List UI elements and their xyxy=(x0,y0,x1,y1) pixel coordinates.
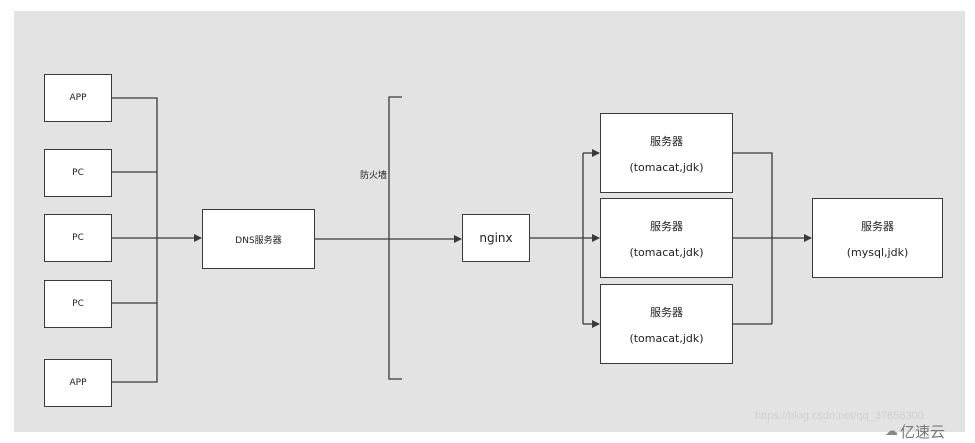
client-node-pc-1: PC xyxy=(44,149,112,197)
client-node-pc-2: PC xyxy=(44,214,112,262)
client-label: APP xyxy=(69,378,87,388)
db-server-node: 服务器 (mysql,jdk) xyxy=(812,198,943,278)
client-label: PC xyxy=(72,168,84,178)
nginx-label: nginx xyxy=(479,231,513,245)
client-node-pc-3: PC xyxy=(44,280,112,328)
server-detail: (tomacat,jdk) xyxy=(629,245,704,259)
client-label: PC xyxy=(72,299,84,309)
brand-logo-text: 亿速云 xyxy=(900,423,946,441)
app-server-node-3: 服务器 (tomacat,jdk) xyxy=(600,284,733,364)
client-label: PC xyxy=(72,233,84,243)
app-server-node-1: 服务器 (tomacat,jdk) xyxy=(600,113,733,193)
dns-server-node: DNS服务器 xyxy=(202,209,315,269)
firewall-bracket xyxy=(388,96,402,380)
app-server-node-2: 服务器 (tomacat,jdk) xyxy=(600,198,733,278)
edge-server-1-out xyxy=(733,152,773,324)
brand-logo: ☁ 亿速云 xyxy=(885,421,945,442)
nginx-node: nginx xyxy=(462,214,530,262)
server-title: 服务器 xyxy=(650,134,683,148)
server-detail: (tomacat,jdk) xyxy=(629,331,704,345)
firewall-label: 防火墙 xyxy=(360,171,388,181)
client-node-app-2: APP xyxy=(44,359,112,407)
client-label: APP xyxy=(69,93,87,103)
server-detail: (mysql,jdk) xyxy=(846,245,909,259)
edge-client-5 xyxy=(112,238,158,383)
server-title: 服务器 xyxy=(650,305,683,319)
server-title: 服务器 xyxy=(861,219,894,233)
edge-client-1 xyxy=(112,97,158,238)
watermark-url: https://blog.csdn.net/qq_37856300 xyxy=(755,410,924,422)
cloud-swirl-icon: ☁ xyxy=(885,424,898,439)
dns-label: DNS服务器 xyxy=(235,235,282,246)
server-detail: (tomacat,jdk) xyxy=(629,160,704,174)
client-node-app-1: APP xyxy=(44,74,112,122)
server-title: 服务器 xyxy=(650,219,683,233)
